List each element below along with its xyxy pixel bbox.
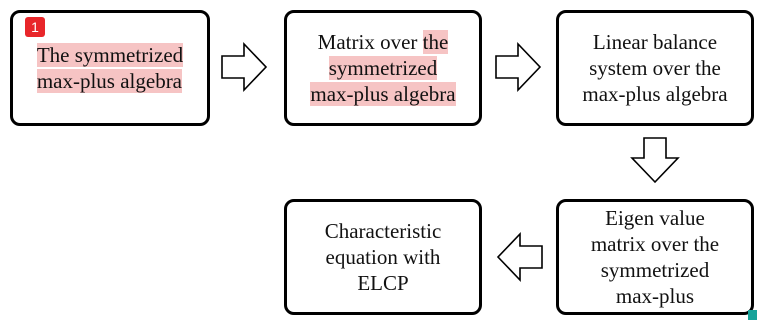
node-1-line-1: The symmetrized (36, 43, 184, 67)
node-matrix-over-symmetrized: Matrix over the symmetrized max-plus alg… (284, 10, 482, 126)
arrow-right-icon (495, 42, 542, 92)
arrow-right-icon (221, 42, 268, 92)
node-characteristic-equation: Characteristic equation with ELCP (284, 199, 482, 315)
annotation-badge: 1 (25, 17, 45, 37)
node-2-line-3: max-plus algebra (310, 82, 456, 106)
node-5-line-1: Characteristic (324, 219, 442, 243)
node-4-line-2: matrix over the (590, 232, 720, 256)
node-2-line-1: Matrix over (317, 30, 423, 54)
node-symmetrized-max-plus-algebra: The symmetrized max-plus algebra (10, 10, 210, 126)
node-eigen-value-matrix: Eigen value matrix over the symmetrized … (556, 199, 754, 315)
node-2-line-2: symmetrized (328, 56, 438, 80)
corner-marker (748, 310, 757, 320)
node-4-line-3: symmetrized (600, 258, 710, 282)
node-linear-balance-system: Linear balance system over the max-plus … (556, 10, 754, 126)
node-3-line-2: system over the (589, 56, 721, 80)
node-1-line-2: max-plus algebra (36, 69, 183, 93)
node-5-line-3: ELCP (357, 271, 409, 295)
node-3-line-3: max-plus algebra (582, 82, 728, 106)
node-3-line-1: Linear balance (592, 30, 718, 54)
node-2-line-1-highlight: the (422, 30, 449, 54)
arrow-down-icon (630, 137, 680, 184)
arrow-left-icon (496, 232, 543, 282)
node-4-line-4: max-plus (615, 284, 695, 308)
node-5-line-2: equation with (325, 245, 441, 269)
node-4-line-1: Eigen value (605, 206, 705, 230)
